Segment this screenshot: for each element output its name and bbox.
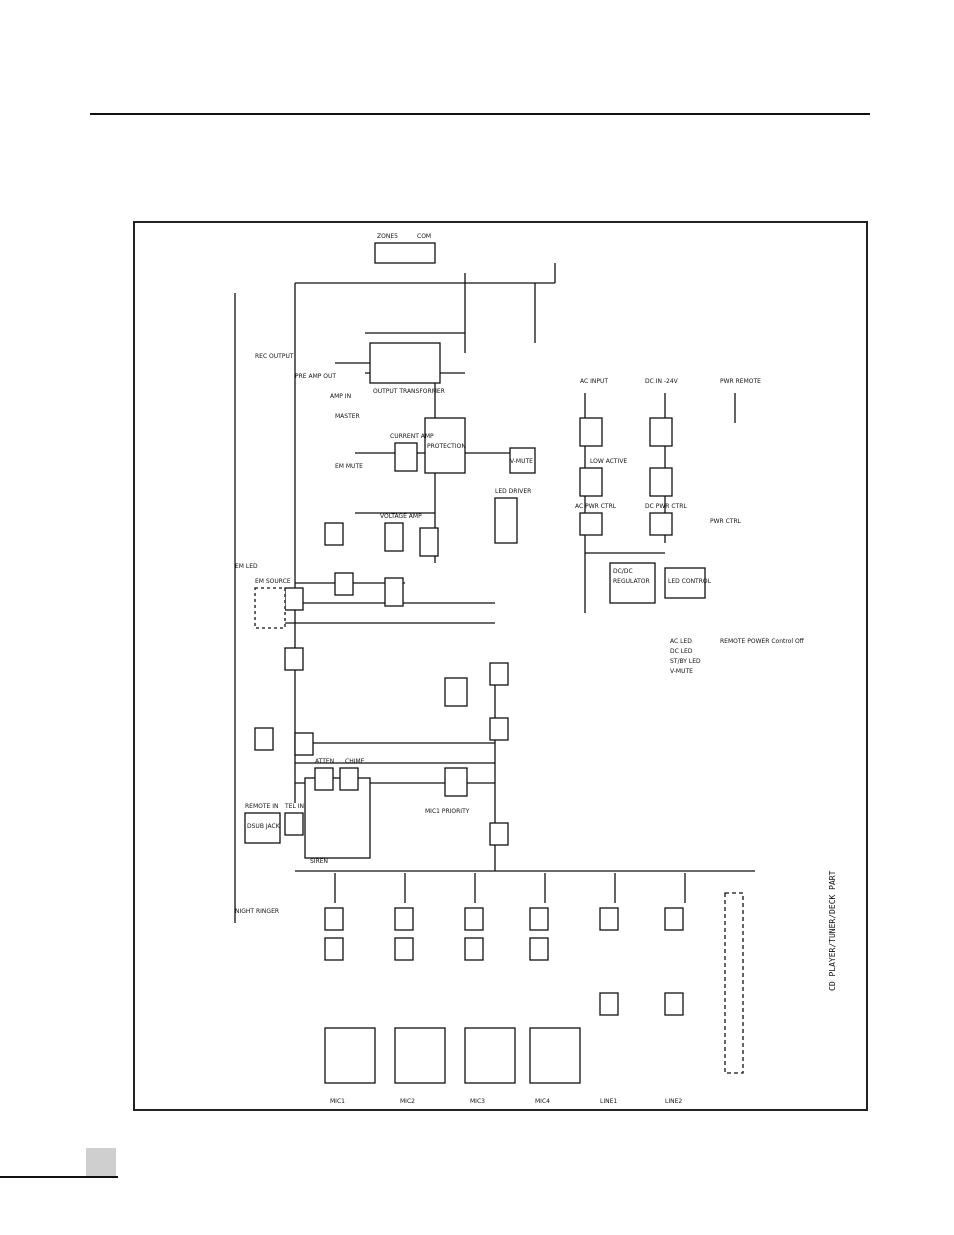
pre-amp-out-label: PRE AMP OUT bbox=[295, 373, 336, 380]
amp-in-label: AMP IN bbox=[330, 393, 351, 400]
siren-label: SIREN bbox=[310, 858, 328, 865]
footer-rule bbox=[0, 1176, 118, 1178]
voltage-amp-label: VOLTAGE AMP bbox=[380, 513, 422, 520]
cd-part-box bbox=[724, 892, 744, 1074]
mic3-xlr bbox=[464, 1027, 516, 1084]
remote-in-label: REMOTE IN bbox=[245, 803, 278, 810]
protection-box bbox=[424, 417, 466, 474]
mic1-label: MIC1 bbox=[330, 1098, 345, 1105]
master-label: MASTER bbox=[335, 413, 360, 420]
regulator-box bbox=[609, 562, 656, 604]
em-source-box bbox=[254, 587, 286, 629]
mic1-xlr bbox=[324, 1027, 376, 1084]
mic4-label: MIC4 bbox=[535, 1098, 550, 1105]
ac-pwr-ctrl-label: AC PWR CTRL bbox=[575, 503, 617, 510]
block-diagram: MIC1 MIC2 MIC3 MIC4 LINE1 LINE2 CD PLAYE… bbox=[234, 233, 837, 1105]
page-number-tab bbox=[86, 1148, 116, 1178]
line1-label: LINE1 bbox=[600, 1098, 617, 1105]
com-label: COM bbox=[417, 233, 431, 240]
tel-in-label: TEL IN bbox=[284, 803, 304, 810]
pwr-ctrl-label: PWR CTRL bbox=[710, 518, 742, 525]
mic2-label: MIC2 bbox=[400, 1098, 415, 1105]
dc-led-label: DC LED bbox=[670, 648, 693, 655]
dc-in-label: DC IN -24V bbox=[645, 378, 679, 385]
regulator-label: REGULATOR bbox=[613, 578, 650, 585]
block-diagram-frame: MIC1 MIC2 MIC3 MIC4 LINE1 LINE2 CD PLAYE… bbox=[133, 221, 868, 1111]
led-control-label: LED CONTROL bbox=[668, 578, 712, 585]
transformer-box bbox=[369, 342, 441, 384]
ac-led-label: AC LED bbox=[670, 638, 692, 645]
atten-label: ATTEN bbox=[315, 758, 334, 765]
remote-power-label: REMOTE POWER Control Off bbox=[720, 638, 805, 645]
zone5-label: ZONE5 bbox=[377, 233, 398, 240]
protection-label: PROTECTION bbox=[427, 443, 466, 450]
pwr-remote-label: PWR REMOTE bbox=[720, 378, 761, 385]
remote-in-box bbox=[244, 812, 281, 844]
mic4-xlr bbox=[529, 1027, 581, 1084]
dc-dc-label: DC/DC bbox=[613, 568, 633, 575]
rec-output-label: REC OUTPUT bbox=[255, 353, 294, 360]
dc-pwr-ctrl-label: DC PWR CTRL bbox=[645, 503, 687, 510]
em-source-label: EM SOURCE bbox=[255, 578, 291, 585]
ac-input-label: AC INPUT bbox=[580, 378, 608, 385]
em-mute-label: EM MUTE bbox=[335, 463, 363, 470]
led-driver-label: LED DRIVER bbox=[495, 488, 531, 495]
dsub-jack-label: DSUB JACK bbox=[247, 823, 281, 830]
mic-priority-label: MIC1 PRIORITY bbox=[425, 808, 470, 815]
zone-terminals bbox=[374, 242, 436, 264]
led-control-box bbox=[664, 567, 706, 599]
current-amp-label: CURRENT AMP bbox=[390, 433, 434, 440]
em-led-label: EM LED bbox=[235, 563, 258, 570]
night-ringer-label: NIGHT RINGER bbox=[235, 908, 279, 915]
header-rule bbox=[90, 113, 870, 115]
output-transformer-label: OUTPUT TRANSFORMER bbox=[373, 388, 445, 395]
stby-led-label: ST/BY LED bbox=[670, 658, 701, 665]
line2-label: LINE2 bbox=[665, 1098, 682, 1105]
v-mute-led-label: V-MUTE bbox=[670, 668, 693, 675]
v-mute-label: V-MUTE bbox=[510, 458, 533, 465]
cd-part-label: CD PLAYER/TUNER/DECK PART bbox=[828, 870, 837, 991]
mic2-xlr bbox=[394, 1027, 446, 1084]
mic3-label: MIC3 bbox=[470, 1098, 485, 1105]
low-active-label: LOW ACTIVE bbox=[590, 458, 627, 465]
chime-label: CHIME bbox=[345, 758, 365, 765]
